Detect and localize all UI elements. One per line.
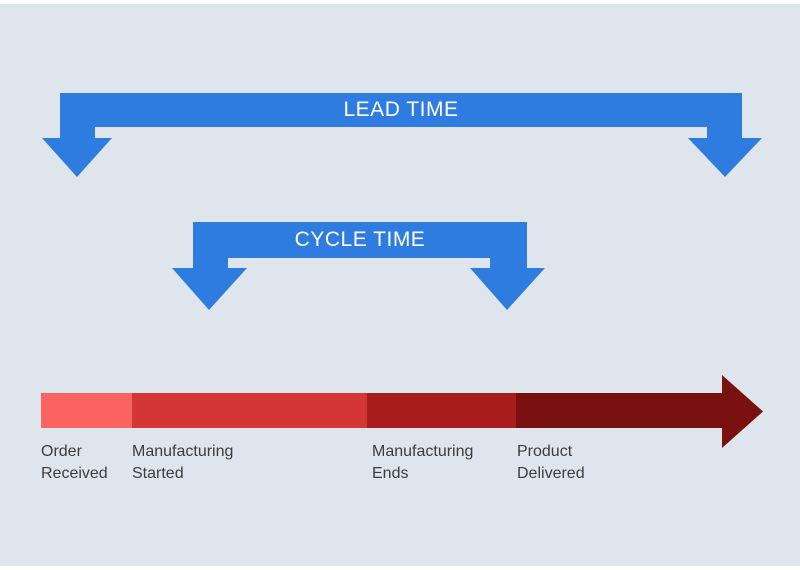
stage-label-order-received: Order Received (41, 441, 108, 485)
stage-label-line: Started (132, 465, 184, 482)
timeline-segment-order-received (41, 393, 132, 428)
timeline-segment-manufacturing-ends (367, 393, 516, 428)
stage-label-manufacturing-ends: Manufacturing Ends (372, 441, 473, 485)
cycle-time-label: CYCLE TIME (294, 228, 426, 251)
lead-time-label: LEAD TIME (343, 98, 459, 121)
stage-label-line: Received (41, 465, 108, 482)
stage-label-line: Manufacturing (132, 443, 234, 460)
timeline-segment-product-delivered (516, 393, 722, 428)
lead-time-bracket-shape (42, 93, 762, 177)
cycle-time-bracket-shape (172, 222, 545, 310)
stage-label-line: Manufacturing (372, 443, 474, 460)
stage-label-line: Order (41, 443, 82, 460)
top-frame-strip (0, 0, 800, 4)
stage-label-line: Delivered (517, 465, 585, 482)
stage-label-line: Ends (372, 465, 409, 482)
stage-label-product-delivered: Product Delivered (517, 441, 585, 485)
bottom-frame-strip (0, 566, 800, 570)
timeline-segment-manufacturing-started (132, 393, 367, 428)
stage-label-line: Product (517, 443, 573, 460)
stage-label-manufacturing-started: Manufacturing Started (132, 441, 233, 485)
timeline-arrowhead (722, 375, 763, 448)
